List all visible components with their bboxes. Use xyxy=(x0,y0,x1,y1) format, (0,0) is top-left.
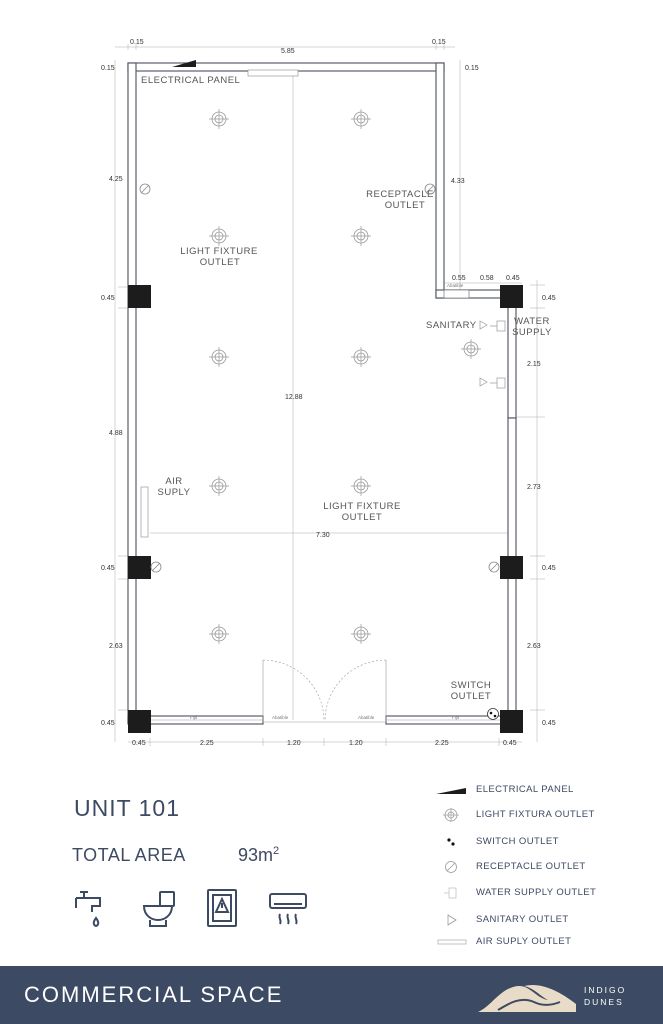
svg-text:0.58: 0.58 xyxy=(480,275,494,282)
legend-item-sanitary-outlet: SANITARY OUTLET xyxy=(434,913,654,927)
toilet-icon xyxy=(142,891,175,927)
receptacle-outlet-symbol-icon xyxy=(445,861,457,873)
brand-logo: INDIGO DUNES xyxy=(478,976,648,1018)
sanitary-outlet-icons xyxy=(479,320,488,387)
abatible-door-right-label: Abatible xyxy=(358,715,375,720)
svg-text:0.55: 0.55 xyxy=(452,275,466,282)
svg-text:2.25: 2.25 xyxy=(200,740,214,747)
light-fixture-mid-label: LIGHT FIXTURE xyxy=(323,501,401,512)
svg-text:1.20: 1.20 xyxy=(349,740,363,747)
footer-banner: COMMERCIAL SPACE INDIGO DUNES xyxy=(0,966,663,1024)
svg-text:0.45: 0.45 xyxy=(542,720,556,727)
structural-columns xyxy=(128,285,523,733)
legend-item-electrical-panel: ELECTRICAL PANEL xyxy=(434,783,654,797)
dimension-values: 0.15 5.85 0.15 0.15 0.15 4.25 4.33 0.45 … xyxy=(101,39,556,747)
abatible-step-label: Abatible xyxy=(447,283,464,288)
water-supply-icons xyxy=(490,320,506,389)
legend-item-switch-outlet: SWITCH OUTLET xyxy=(434,835,654,849)
svg-text:0.15: 0.15 xyxy=(432,39,446,46)
legend-item-air-supply-outlet: AIR SUPLY OUTLET xyxy=(434,935,654,949)
svg-text:0.45: 0.45 xyxy=(101,565,115,572)
svg-text:OUTLET: OUTLET xyxy=(342,512,382,523)
air-supply-top-icon xyxy=(247,69,299,77)
svg-text:OUTLET: OUTLET xyxy=(200,257,240,268)
svg-text:1.20: 1.20 xyxy=(287,740,301,747)
sanitary-outlet-symbol-icon xyxy=(447,914,457,926)
air-conditioner-icon xyxy=(269,893,307,925)
legend-item-water-supply-outlet: WATER SUPPLY OUTLET xyxy=(434,886,654,900)
dimension-lines xyxy=(114,44,545,746)
unit-title: UNIT 101 xyxy=(74,795,181,821)
svg-text:0.45: 0.45 xyxy=(542,565,556,572)
fijo-left-label: Fijo xyxy=(190,715,198,720)
window-step xyxy=(443,289,470,299)
amenity-icons xyxy=(75,889,307,928)
electrical-panel-icon xyxy=(172,60,196,67)
air-supply-symbol-icon xyxy=(437,939,467,945)
svg-text:4.33: 4.33 xyxy=(451,178,465,185)
sanitary-label: SANITARY xyxy=(426,320,477,331)
svg-text:OUTLET: OUTLET xyxy=(385,200,425,211)
entrance-doors xyxy=(151,659,500,723)
total-area-value: 93m2 xyxy=(238,845,280,865)
svg-text:12.88: 12.88 xyxy=(285,394,303,401)
air-supply-label: AIR xyxy=(165,476,182,487)
svg-text:0.15: 0.15 xyxy=(101,65,115,72)
svg-text:7.30: 7.30 xyxy=(316,532,330,539)
water-supply-icon xyxy=(75,891,101,928)
svg-text:5.85: 5.85 xyxy=(281,48,295,55)
receptacle-label: RECEPTACLE xyxy=(366,189,434,200)
legend-item-light-fixture: LIGHT FIXTURA OUTLET xyxy=(434,808,654,822)
svg-text:4.88: 4.88 xyxy=(109,430,123,437)
walls xyxy=(127,62,517,725)
svg-text:0.45: 0.45 xyxy=(503,740,517,747)
electrical-panel-symbol-icon xyxy=(436,788,466,794)
light-fixture-top-label: LIGHT FIXTURE xyxy=(180,246,258,257)
svg-text:2.73: 2.73 xyxy=(527,484,541,491)
electrical-panel-icon xyxy=(207,889,237,927)
air-supply-left-icon xyxy=(140,486,149,538)
total-area-label: TOTAL AREA xyxy=(72,845,186,865)
plan-labels: ELECTRICAL PANEL RECEPTACLE OUTLET LIGHT… xyxy=(141,75,552,702)
svg-text:0.45: 0.45 xyxy=(101,720,115,727)
light-fixture-symbol-icon xyxy=(443,808,459,822)
footer-title: COMMERCIAL SPACE xyxy=(24,982,284,1007)
svg-text:2.63: 2.63 xyxy=(527,643,541,650)
svg-text:0.45: 0.45 xyxy=(132,740,146,747)
svg-text:OUTLET: OUTLET xyxy=(451,691,491,702)
svg-text:0.15: 0.15 xyxy=(465,65,479,72)
svg-text:0.45: 0.45 xyxy=(542,295,556,302)
svg-text:0.15: 0.15 xyxy=(130,39,144,46)
water-supply-label: WATER xyxy=(514,316,550,327)
svg-text:2.25: 2.25 xyxy=(435,740,449,747)
floor-plan: Abatible Fijo Abatible Abatible Fijo xyxy=(101,39,556,747)
dunes-logo-icon xyxy=(478,984,576,1012)
svg-text:SUPLY: SUPLY xyxy=(158,487,191,498)
svg-text:2.15: 2.15 xyxy=(527,361,541,368)
legend-item-receptacle-outlet: RECEPTACLE OUTLET xyxy=(434,860,654,874)
svg-text:0.45: 0.45 xyxy=(506,275,520,282)
svg-text:2.63: 2.63 xyxy=(109,643,123,650)
svg-text:0.45: 0.45 xyxy=(101,295,115,302)
fijo-right-label: Fijo xyxy=(452,715,460,720)
receptacle-outlet-icons xyxy=(139,183,500,573)
svg-text:SUPPLY: SUPPLY xyxy=(512,327,552,338)
switch-outlet-symbol-icon xyxy=(447,838,455,846)
water-supply-symbol-icon xyxy=(444,887,457,899)
switch-outlet-icon xyxy=(487,708,499,720)
svg-text:4.25: 4.25 xyxy=(109,176,123,183)
brand-name: INDIGO DUNES xyxy=(584,985,627,1007)
abatible-door-left-label: Abatible xyxy=(272,715,289,720)
switch-outlet-label: SWITCH xyxy=(451,680,491,691)
electrical-panel-label: ELECTRICAL PANEL xyxy=(141,75,240,86)
